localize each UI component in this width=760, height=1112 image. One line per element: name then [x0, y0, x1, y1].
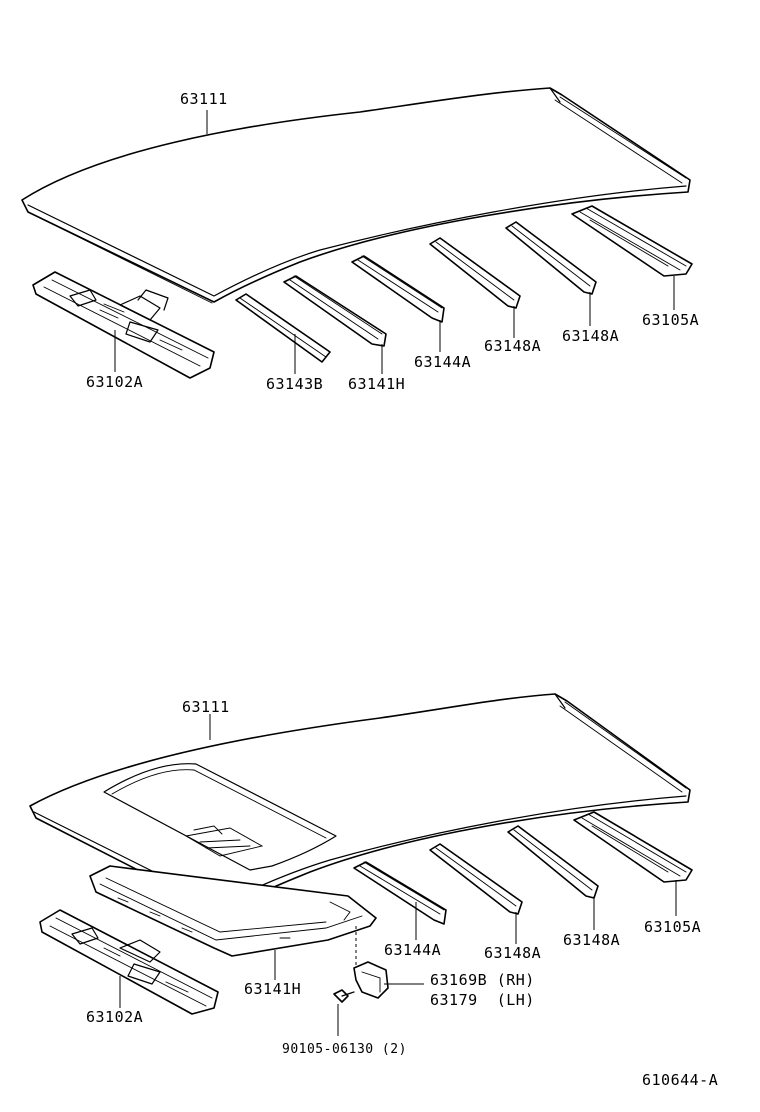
- label-sunroof-frame: 63141H: [244, 980, 301, 998]
- label-rear-header: 63105A: [642, 311, 699, 329]
- upper-assembly: 63111 63102A 63143B 63141H 63144A 63148A…: [21, 87, 699, 393]
- lower-assembly: 63111 63102A 63141H 63144A 63148A 63148A…: [29, 693, 701, 1057]
- rear-header-panel: [573, 811, 693, 883]
- label-bracket-lh: 63179 (LH): [430, 991, 535, 1009]
- bracket-bolt: [333, 989, 355, 1003]
- label-rear-header: 63105A: [644, 918, 701, 936]
- roof-bow-5: [505, 221, 597, 295]
- figure-code: 610644-A: [642, 1071, 718, 1089]
- roof-bow-4: [429, 237, 521, 309]
- sunroof-bracket: [353, 961, 389, 999]
- roof-bow-3: [353, 861, 447, 925]
- label-roof-panel: 63111: [180, 90, 228, 108]
- roof-bow-5: [507, 825, 599, 899]
- roof-bow-1: [235, 293, 331, 363]
- label-front-header: 63102A: [86, 1008, 143, 1026]
- roof-bow-3: [351, 255, 445, 323]
- roof-bow-4: [429, 843, 523, 915]
- label-bow-1: 63143B: [266, 375, 323, 393]
- label-bow-4: 63148A: [484, 337, 541, 355]
- rear-header-panel: [571, 205, 693, 277]
- label-bow-5: 63148A: [562, 327, 619, 345]
- leader-lines: [119, 714, 677, 1036]
- roof-panel: [21, 87, 691, 304]
- label-bow-5: 63148A: [563, 931, 620, 949]
- label-bracket-rh: 63169B (RH): [430, 971, 535, 989]
- label-front-header: 63102A: [86, 373, 143, 391]
- roof-bow-2: [283, 275, 387, 347]
- leader-lines: [114, 110, 675, 374]
- label-bolt: 90105-06130 (2): [282, 1042, 407, 1057]
- label-bow-4: 63148A: [484, 944, 541, 962]
- label-bow-3: 63144A: [384, 941, 441, 959]
- label-roof-panel: 63111: [182, 698, 230, 716]
- front-header-panel: [32, 271, 215, 379]
- label-bow-3: 63144A: [414, 353, 471, 371]
- sunroof-housing-frame: [89, 865, 377, 957]
- front-header-panel: [39, 909, 219, 1015]
- label-bow-2: 63141H: [348, 375, 405, 393]
- roof-panel-sunroof: [29, 693, 691, 913]
